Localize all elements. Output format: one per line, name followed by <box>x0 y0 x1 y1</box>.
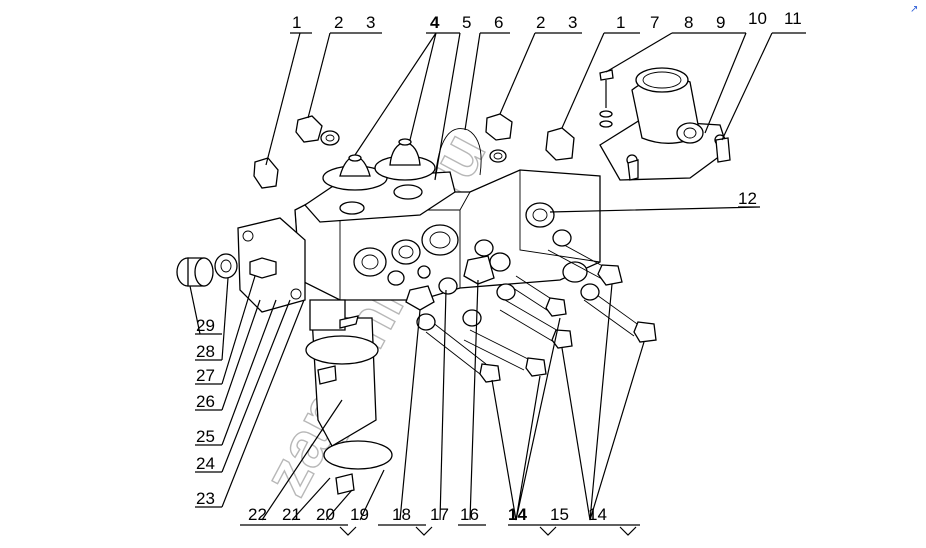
callout-label: 16 <box>460 505 479 524</box>
callout-label: 7 <box>650 13 659 32</box>
callout-label: 29 <box>196 316 215 335</box>
callout-label: 2 <box>334 13 343 32</box>
callout-label: 5 <box>462 13 471 32</box>
port-holes <box>353 202 588 283</box>
callout-label: 12 <box>738 189 757 208</box>
callout-label: 3 <box>366 13 375 32</box>
plug-29 <box>176 253 238 287</box>
callout-label: 4 <box>430 13 440 32</box>
callout-label: 11 <box>784 9 802 28</box>
assembly-drawing <box>176 67 731 495</box>
callout-label: 14 <box>508 505 527 524</box>
callouts-bottom: 22 21 20 19 18 17 16 14 15 14 <box>248 505 607 524</box>
callout-label: 24 <box>196 454 215 473</box>
lower-hose <box>305 299 393 495</box>
callout-label: 21 <box>282 505 301 524</box>
callout-label: 10 <box>748 9 767 28</box>
callout-label: 1 <box>616 13 625 32</box>
callout-label: 20 <box>316 505 335 524</box>
callout-label: 23 <box>196 489 215 508</box>
callout-label: 25 <box>196 427 215 446</box>
callout-label: 2 <box>536 13 545 32</box>
callout-label: 8 <box>684 13 693 32</box>
callout-label: 22 <box>248 505 267 524</box>
leader-lines <box>189 32 806 526</box>
thermostat-right <box>374 138 436 200</box>
callout-right: 12 <box>738 189 757 208</box>
callout-label: 6 <box>494 13 503 32</box>
callout-label: 18 <box>392 505 411 524</box>
corner-mark: ↗ <box>910 4 918 15</box>
callouts-top: 1 2 3 4 5 6 2 3 1 7 8 9 10 11 <box>292 9 802 32</box>
callout-label: 26 <box>196 392 215 411</box>
callout-label: 15 <box>550 505 569 524</box>
callout-label: 28 <box>196 342 215 361</box>
callout-label: 1 <box>292 13 301 32</box>
callout-label: 14 <box>588 505 607 524</box>
callout-label: 19 <box>350 505 369 524</box>
callout-label: 3 <box>568 13 577 32</box>
plug-right <box>485 113 575 163</box>
callouts-left: 29 28 27 26 25 24 23 <box>196 316 215 508</box>
callout-label: 17 <box>430 505 449 524</box>
callout-label: 27 <box>196 366 215 385</box>
outlet-pipe <box>599 67 731 181</box>
callout-label: 9 <box>716 13 725 32</box>
